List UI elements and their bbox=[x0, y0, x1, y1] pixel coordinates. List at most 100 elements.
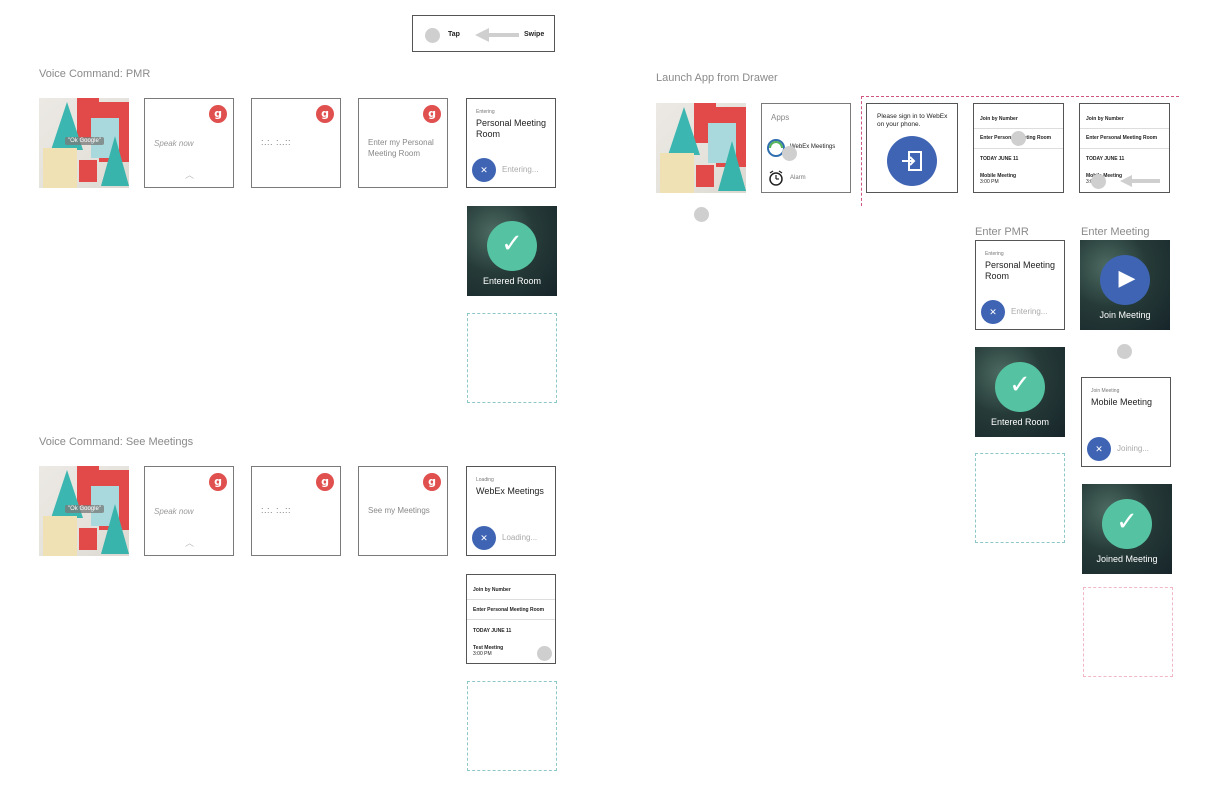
joining-meeting-card: Join Meeting Mobile Meeting ✕ Joining... bbox=[1081, 377, 1171, 467]
section-title-pmr: Voice Command: PMR bbox=[39, 68, 151, 80]
progress-text: Loading... bbox=[502, 533, 538, 542]
section-title-enter-meeting: Enter Meeting bbox=[1081, 226, 1150, 238]
google-g-icon: g bbox=[209, 105, 227, 123]
section-title-meetings: Voice Command: See Meetings bbox=[39, 436, 194, 448]
meeting-list-card: Join by Number Enter Personal Meeting Ro… bbox=[973, 103, 1064, 193]
meeting-time: 3:00 PM bbox=[980, 179, 999, 185]
meeting-name[interactable]: Test Meeting bbox=[473, 645, 504, 651]
meeting-name[interactable]: Mobile Meeting bbox=[980, 173, 1017, 179]
room-title: Personal Meeting Room bbox=[476, 118, 547, 139]
app-webex-label[interactable]: WebEx Meetings bbox=[790, 144, 836, 150]
chevron-up-icon: ︿ bbox=[185, 538, 195, 548]
app-alarm-label[interactable]: Alarm bbox=[790, 175, 806, 181]
legend-tap-label: Tap bbox=[448, 31, 460, 38]
entering-pmr-card: Entering Personal Meeting Room ✕ Enterin… bbox=[466, 98, 556, 188]
cancel-button[interactable]: ✕ bbox=[981, 300, 1005, 324]
chevron-up-icon: ︿ bbox=[185, 170, 195, 180]
progress-text: Entering... bbox=[1011, 307, 1048, 316]
tap-indicator-icon bbox=[782, 146, 797, 161]
join-by-number-item[interactable]: Join by Number bbox=[1086, 116, 1124, 122]
alarm-icon bbox=[769, 170, 783, 186]
cancel-button[interactable]: ✕ bbox=[472, 526, 496, 550]
ok-google-photo: "Ok Google" bbox=[39, 98, 129, 188]
apps-title: Apps bbox=[771, 113, 790, 122]
empty-placeholder bbox=[467, 313, 557, 403]
sign-in-card: Please sign in to WebEx on your phone. bbox=[866, 103, 958, 193]
meeting-title: Mobile Meeting bbox=[1091, 397, 1153, 407]
tap-indicator-icon bbox=[1091, 174, 1106, 189]
google-g-icon: g bbox=[209, 473, 227, 491]
empty-placeholder bbox=[975, 453, 1065, 543]
enter-pmr-item[interactable]: Enter Personal Meeting Room bbox=[473, 607, 545, 613]
date-header: TODAY JUNE 11 bbox=[473, 628, 512, 634]
legend-swipe-label: Swipe bbox=[524, 31, 545, 38]
listening-dots: :.:. :..:: bbox=[261, 137, 292, 147]
speak-now-text: Speak now bbox=[154, 139, 194, 148]
entered-room-label: Entered Room bbox=[990, 417, 1050, 427]
enter-pmr-item[interactable]: Enter Personal Meeting Room bbox=[1086, 135, 1158, 141]
apps-drawer-card: Apps WebEx Meetings Alarm bbox=[761, 103, 851, 193]
meeting-time: 3:00 PM bbox=[473, 651, 492, 657]
entering-pmr-card: Entering Personal Meeting Room ✕ Enterin… bbox=[975, 240, 1065, 330]
tap-indicator-icon bbox=[694, 207, 709, 222]
date-header: TODAY JUNE 11 bbox=[980, 156, 1019, 162]
meeting-list-card: Join by Number Enter Personal Meeting Ro… bbox=[466, 574, 556, 664]
tap-indicator-icon bbox=[1011, 131, 1026, 146]
ok-google-label: "Ok Google" bbox=[65, 505, 104, 513]
tap-indicator-icon bbox=[537, 646, 552, 661]
check-icon: ✓ bbox=[1009, 370, 1031, 400]
flow-divider bbox=[861, 96, 862, 206]
progress-text: Joining... bbox=[1117, 444, 1150, 453]
legend-box: Tap Swipe bbox=[412, 15, 555, 52]
voice-command-card: g See my Meetings bbox=[358, 466, 448, 556]
check-icon: ✓ bbox=[501, 229, 523, 259]
section-title-drawer: Launch App from Drawer bbox=[656, 72, 778, 84]
voice-command-text: Enter my Personal Meeting Room bbox=[368, 138, 434, 158]
empty-placeholder bbox=[1083, 587, 1173, 677]
listening-card: g :.:. :..:: bbox=[251, 466, 341, 556]
status-label: Loading bbox=[476, 477, 494, 483]
sign-in-icon bbox=[902, 151, 922, 171]
voice-command-card: g Enter my Personal Meeting Room bbox=[358, 98, 448, 188]
progress-text: Entering... bbox=[502, 165, 539, 174]
joined-meeting-card: ✓ Joined Meeting bbox=[1082, 484, 1172, 574]
ok-google-label: "Ok Google" bbox=[65, 137, 104, 145]
speak-now-card: g Speak now ︿ bbox=[144, 98, 234, 188]
join-meeting-label: Join Meeting bbox=[1099, 310, 1151, 320]
join-by-number-item[interactable]: Join by Number bbox=[473, 587, 511, 593]
loading-card: Loading WebEx Meetings ✕ Loading... bbox=[466, 466, 556, 556]
speak-now-text: Speak now bbox=[154, 507, 194, 516]
google-g-icon: g bbox=[316, 473, 334, 491]
section-title-enter-pmr: Enter PMR bbox=[975, 226, 1029, 238]
cancel-button[interactable]: ✕ bbox=[472, 158, 496, 182]
app-title: WebEx Meetings bbox=[476, 486, 544, 496]
home-photo bbox=[656, 103, 746, 193]
voice-command-text: See my Meetings bbox=[368, 506, 430, 515]
join-by-number-item[interactable]: Join by Number bbox=[980, 116, 1018, 122]
empty-placeholder bbox=[467, 681, 557, 771]
room-title: Personal Meeting Room bbox=[985, 260, 1056, 281]
flow-divider bbox=[861, 96, 1179, 97]
swipe-arrow-icon bbox=[475, 28, 519, 42]
date-header: TODAY JUNE 11 bbox=[1086, 156, 1125, 162]
status-label: Entering bbox=[985, 251, 1004, 257]
ok-google-photo: "Ok Google" bbox=[39, 466, 129, 556]
meeting-list-card: Join by Number Enter Personal Meeting Ro… bbox=[1079, 103, 1170, 193]
google-g-icon: g bbox=[423, 105, 441, 123]
join-meeting-card: ▶ Join Meeting bbox=[1080, 240, 1170, 330]
joined-meeting-label: Joined Meeting bbox=[1096, 554, 1158, 564]
entered-room-card: ✓ Entered Room bbox=[467, 206, 557, 296]
play-icon[interactable]: ▶ bbox=[1118, 266, 1136, 291]
swipe-arrow-icon bbox=[1120, 175, 1160, 187]
status-label: Entering bbox=[476, 109, 495, 115]
cancel-button[interactable]: ✕ bbox=[1087, 437, 1111, 461]
signin-text: Please sign in to WebEx on your phone. bbox=[877, 113, 948, 128]
listening-card: g :.:. :..:: bbox=[251, 98, 341, 188]
speak-now-card: g Speak now ︿ bbox=[144, 466, 234, 556]
tap-indicator-icon bbox=[1117, 344, 1132, 359]
google-g-icon: g bbox=[316, 105, 334, 123]
entered-room-label: Entered Room bbox=[482, 276, 542, 286]
status-label: Join Meeting bbox=[1091, 388, 1120, 394]
check-icon: ✓ bbox=[1116, 507, 1138, 537]
tap-indicator-icon bbox=[425, 28, 440, 43]
